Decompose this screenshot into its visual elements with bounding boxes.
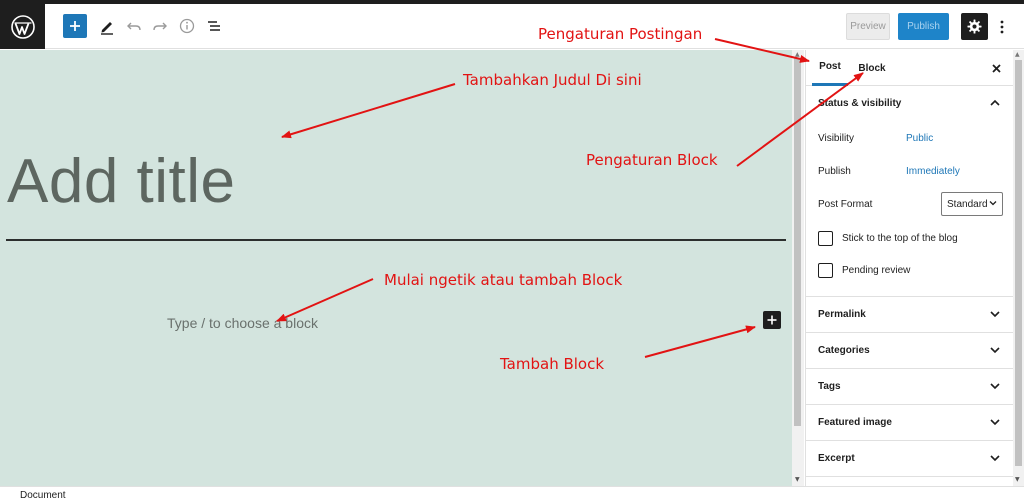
panel-title: Status & visibility xyxy=(818,98,902,109)
preview-button[interactable]: Preview xyxy=(846,13,890,40)
pending-review-checkbox[interactable] xyxy=(818,263,833,278)
wordpress-logo-icon[interactable] xyxy=(0,4,45,49)
editor-scrollbar[interactable]: ▲ ▼ xyxy=(792,50,804,486)
breadcrumb[interactable]: Document xyxy=(20,490,66,501)
chevron-up-icon xyxy=(990,99,1000,106)
panel-permalink[interactable]: Permalink xyxy=(806,297,1014,333)
details-button[interactable] xyxy=(175,14,199,38)
post-format-label: Post Format xyxy=(818,199,873,210)
pencil-icon xyxy=(101,22,113,35)
chevron-down-icon xyxy=(990,383,1000,390)
panel-excerpt[interactable]: Excerpt xyxy=(806,441,1014,477)
chevron-down-icon xyxy=(990,347,1000,354)
sidebar-tabs: Post Block xyxy=(806,50,1014,86)
block-appender-input[interactable]: Type / to choose a block xyxy=(167,315,318,331)
list-view-button[interactable] xyxy=(202,14,226,38)
editor-footer: Document xyxy=(0,486,1024,504)
panel-status-visibility[interactable]: Status & visibility xyxy=(806,86,1014,122)
post-format-select[interactable]: Standard xyxy=(941,192,1003,216)
redo-icon xyxy=(153,22,167,31)
publish-button[interactable]: Publish xyxy=(898,13,949,40)
panel-featured-image[interactable]: Featured image xyxy=(806,405,1014,441)
panel-categories[interactable]: Categories xyxy=(806,333,1014,369)
panel-title: Excerpt xyxy=(818,453,855,464)
plus-icon xyxy=(70,21,80,31)
visibility-link[interactable]: Public xyxy=(906,133,934,144)
scroll-up-icon[interactable]: ▲ xyxy=(1015,51,1020,58)
close-sidebar-button[interactable] xyxy=(988,60,1004,76)
publish-label: Publish xyxy=(818,166,851,177)
add-block-toolbar-button[interactable] xyxy=(63,14,87,38)
annotation-start-typing: Mulai ngetik atau tambah Block xyxy=(384,271,623,289)
top-strip xyxy=(0,0,1024,4)
gear-icon xyxy=(967,19,982,34)
scroll-up-icon[interactable]: ▲ xyxy=(795,51,800,58)
panel-title: Permalink xyxy=(818,309,866,320)
redo-button[interactable] xyxy=(148,14,172,38)
chevron-down-icon xyxy=(989,201,997,206)
editor-canvas[interactable]: Add title Type / to choose a block xyxy=(0,50,792,486)
settings-sidebar: Post Block Status & visibility Visibilit… xyxy=(805,50,1014,486)
chevron-down-icon xyxy=(990,419,1000,426)
panel-title: Featured image xyxy=(818,417,892,428)
tab-post[interactable]: Post xyxy=(812,50,848,86)
chevron-down-icon xyxy=(990,311,1000,318)
editor-header: Preview Publish xyxy=(0,4,1024,49)
annotation-add-block: Tambah Block xyxy=(500,355,605,373)
more-vertical-icon xyxy=(1000,20,1004,33)
stick-to-top-checkbox[interactable] xyxy=(818,231,833,246)
more-options-button[interactable] xyxy=(995,13,1009,40)
annotation-post-settings: Pengaturan Postingan xyxy=(538,25,703,43)
list-view-icon xyxy=(208,21,220,31)
tab-block[interactable]: Block xyxy=(858,62,886,74)
editor-scrollbar-thumb[interactable] xyxy=(794,58,801,426)
sidebar-scrollbar-thumb[interactable] xyxy=(1015,60,1022,466)
sidebar-scrollbar[interactable]: ▲ ▼ xyxy=(1013,50,1024,486)
tools-button[interactable] xyxy=(95,14,119,38)
post-format-value: Standard xyxy=(947,198,988,210)
info-icon xyxy=(179,18,195,34)
panel-tags[interactable]: Tags xyxy=(806,369,1014,405)
close-icon xyxy=(991,63,1001,73)
scroll-down-icon[interactable]: ▼ xyxy=(795,476,800,483)
inline-add-block-button[interactable] xyxy=(763,311,781,329)
settings-button[interactable] xyxy=(961,13,988,40)
annotation-block-settings: Pengaturan Block xyxy=(586,151,718,169)
scroll-down-icon[interactable]: ▼ xyxy=(1015,476,1020,483)
post-title-input[interactable]: Add title xyxy=(7,147,236,216)
pending-review-label: Pending review xyxy=(842,265,911,276)
panel-title: Categories xyxy=(818,345,870,356)
chevron-down-icon xyxy=(990,455,1000,462)
stick-to-top-label: Stick to the top of the blog xyxy=(842,233,958,244)
title-divider xyxy=(6,239,786,241)
publish-date-link[interactable]: Immediately xyxy=(906,166,960,177)
annotation-add-title: Tambahkan Judul Di sini xyxy=(463,71,642,89)
visibility-label: Visibility xyxy=(818,133,854,144)
undo-button[interactable] xyxy=(122,14,146,38)
undo-icon xyxy=(127,22,141,31)
panel-title: Tags xyxy=(818,381,841,392)
panel-divider xyxy=(806,296,1014,297)
plus-icon xyxy=(767,315,777,325)
